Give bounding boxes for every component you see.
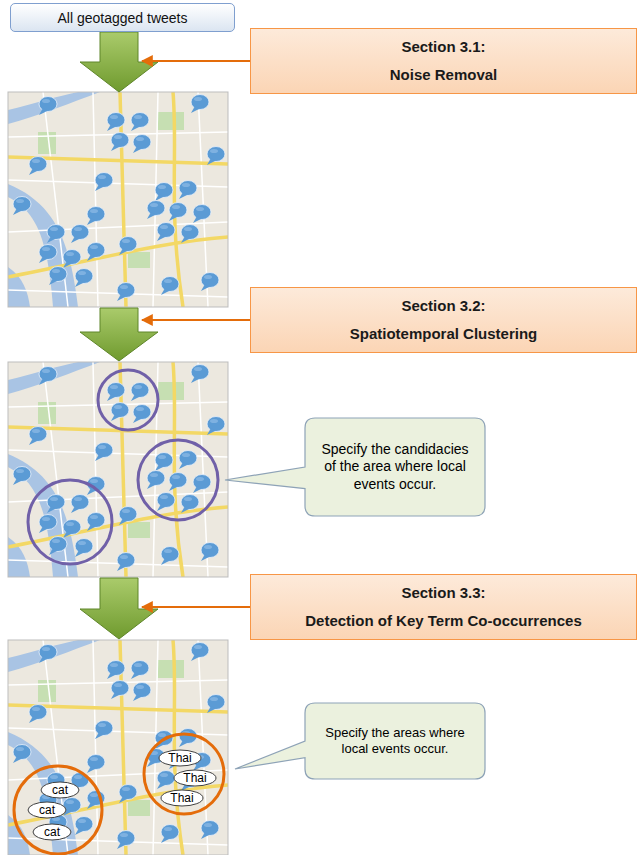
keyword-ellipse: cat	[40, 781, 80, 799]
box-label: All geotagged tweets	[58, 10, 188, 26]
keyword-ellipse: Thai	[158, 749, 202, 767]
section-title: Spatiotemporal Clustering	[350, 324, 538, 344]
cluster-circle	[28, 370, 218, 564]
keyword-label: Thai	[170, 792, 193, 804]
text-area: Thai	[173, 769, 217, 787]
pointer-arrow	[142, 61, 250, 607]
callout-text: Specify the areas where local events occ…	[315, 725, 475, 758]
keyword-label: cat	[39, 804, 55, 816]
section-box: Section 3.1: Noise Removal	[250, 28, 637, 94]
callout-box: Specify the candidacies of the area wher…	[305, 418, 485, 516]
keyword-label: cat	[52, 784, 68, 796]
ellipse-outline	[41, 782, 79, 798]
keyword-label: Thai	[168, 752, 191, 764]
section-box: Section 3.2: Spatiotemporal Clustering	[250, 287, 637, 353]
map-illustration	[8, 362, 228, 577]
ellipse-outline	[33, 824, 71, 840]
keyword-ellipse: cat	[27, 801, 67, 819]
text-area: Specify the candidacies of the area wher…	[305, 418, 485, 516]
map-illustration	[8, 640, 228, 855]
flow-arrow	[80, 32, 158, 639]
text-area: Specify the areas where local events occ…	[305, 703, 485, 779]
section-heading: Section 3.1:	[401, 37, 485, 57]
text-area: Thai	[160, 789, 204, 807]
keyword-ellipse: Thai	[160, 789, 204, 807]
section-title: Detection of Key Term Co-occurrences	[305, 611, 581, 631]
text-area: Section 3.2: Spatiotemporal Clustering	[251, 288, 636, 352]
section-heading: Section 3.3:	[401, 583, 485, 603]
section-title: Noise Removal	[390, 65, 498, 85]
callout-text: Specify the candidacies of the area wher…	[315, 441, 475, 494]
callout-outline	[225, 418, 485, 516]
keyword-ellipse: Thai	[173, 769, 217, 787]
ellipse-outline	[159, 750, 201, 766]
callout-box: Specify the areas where local events occ…	[305, 703, 485, 779]
ellipse-outline	[174, 770, 216, 786]
text-area: cat	[32, 823, 72, 841]
text-area: Section 3.3: Detection of Key Term Co-occ…	[251, 575, 636, 639]
section-heading: Section 3.2:	[401, 296, 485, 316]
input-box: All geotagged tweets	[10, 3, 235, 32]
map-illustration	[8, 92, 228, 307]
keyword-ellipse: cat	[32, 823, 72, 841]
ellipse-outline	[161, 790, 203, 806]
keyword-label: cat	[44, 826, 60, 838]
keyword-label: Thai	[183, 772, 206, 784]
text-area: Thai	[158, 749, 202, 767]
ellipse-outline	[28, 802, 66, 818]
section-box: Section 3.3: Detection of Key Term Co-occ…	[250, 574, 637, 640]
text-area: All geotagged tweets	[11, 4, 234, 31]
callout-outline	[235, 703, 485, 779]
text-area: Section 3.1: Noise Removal	[251, 29, 636, 93]
text-area: cat	[40, 781, 80, 799]
event-circle	[14, 734, 224, 854]
text-area: cat	[27, 801, 67, 819]
